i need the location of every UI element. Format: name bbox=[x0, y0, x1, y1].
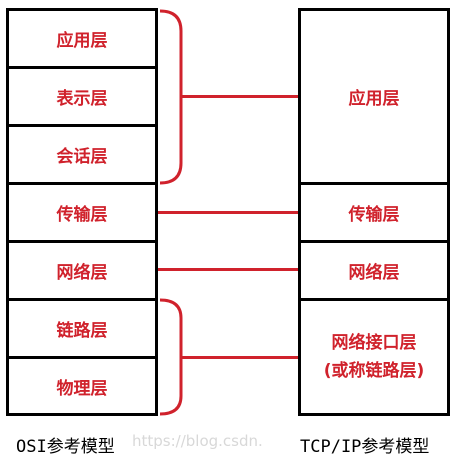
connector-link bbox=[181, 356, 298, 359]
osi-layer-physical: 物理层 bbox=[6, 356, 158, 416]
network-interface-label: 网络接口层 bbox=[331, 333, 417, 353]
tcpip-layer-network: 网络层 bbox=[298, 240, 450, 301]
upper-bracket bbox=[159, 9, 183, 185]
osi-layer-application: 应用层 bbox=[6, 8, 158, 69]
tcpip-layer-network-interface: 网络接口层 (或称链路层) bbox=[298, 298, 450, 416]
osi-caption: OSI参考模型 bbox=[16, 437, 115, 457]
connector-transport bbox=[158, 211, 298, 214]
network-interface-sublabel: (或称链路层) bbox=[323, 361, 425, 381]
tcpip-layer-application: 应用层 bbox=[298, 8, 450, 185]
lower-bracket bbox=[159, 298, 183, 416]
connector-network bbox=[158, 268, 298, 271]
watermark-text: https://blog.csdn. bbox=[132, 432, 263, 450]
osi-layer-data-link: 链路层 bbox=[6, 298, 158, 359]
tcpip-caption: TCP/IP参考模型 bbox=[300, 437, 430, 457]
connector-application bbox=[181, 95, 298, 98]
osi-layer-presentation: 表示层 bbox=[6, 66, 158, 127]
